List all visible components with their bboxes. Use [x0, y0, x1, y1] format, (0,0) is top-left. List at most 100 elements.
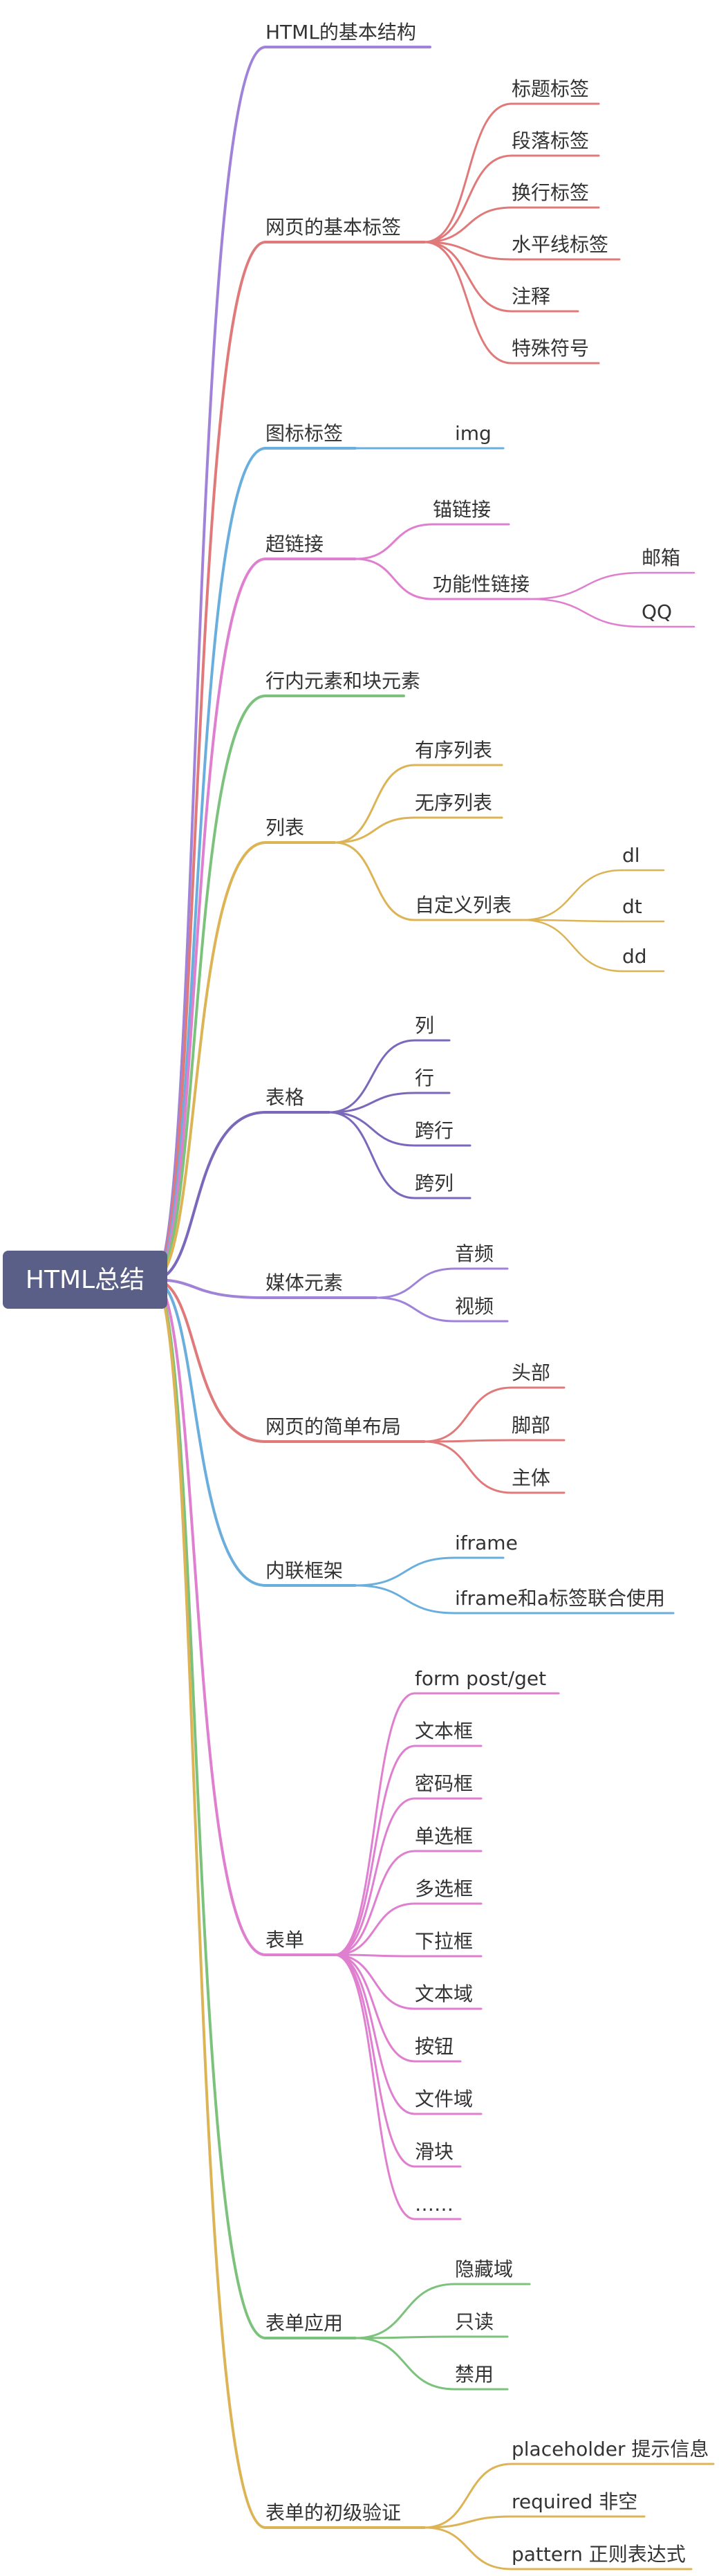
grandchild-link [521, 869, 624, 921]
branch-link [152, 1278, 377, 1299]
child-label[interactable]: 列 [415, 1014, 434, 1037]
child-link [423, 1386, 513, 1443]
child-label[interactable]: 特殊符号 [512, 337, 589, 360]
child-link [354, 558, 434, 600]
child-label[interactable]: 文本框 [415, 1720, 473, 1742]
branch-link [152, 46, 431, 1281]
child-link [333, 1902, 416, 1956]
child-link [333, 1953, 416, 2115]
child-label[interactable]: 单选框 [415, 1825, 473, 1848]
grandchild-label[interactable]: dt [622, 895, 642, 918]
child-label[interactable]: 段落标签 [512, 129, 589, 152]
child-link [328, 1111, 416, 1199]
child-label[interactable]: 文本域 [415, 1982, 473, 2005]
grandchild-label[interactable]: dd [622, 945, 647, 968]
branch-link [152, 694, 405, 1281]
child-label[interactable]: pattern 正则表达式 [512, 2543, 686, 2566]
child-link [423, 2526, 513, 2570]
child-link [354, 1584, 456, 1614]
child-label[interactable]: 隐藏域 [455, 2258, 513, 2281]
branch-label[interactable]: 表单的初级验证 [265, 2501, 401, 2524]
child-label[interactable]: iframe和a标签联合使用 [455, 1587, 665, 1610]
branch-link [152, 558, 357, 1281]
child-link [354, 2337, 456, 2391]
root-node[interactable]: HTML总结 [3, 1251, 167, 1309]
grandchild-link [528, 598, 643, 628]
child-link [423, 154, 513, 243]
child-label[interactable]: 视频 [455, 1295, 494, 1318]
grandchild-link [521, 919, 624, 973]
child-label[interactable]: 多选框 [415, 1877, 473, 1900]
child-label[interactable]: 音频 [455, 1242, 494, 1265]
child-link [333, 1953, 416, 2063]
child-label[interactable]: 禁用 [455, 2363, 494, 2386]
root-node-label: HTML总结 [26, 1266, 144, 1294]
branch-label[interactable]: 表格 [265, 1086, 304, 1109]
child-label[interactable]: placeholder 提示信息 [512, 2438, 709, 2460]
child-link [423, 241, 513, 313]
child-label[interactable]: 水平线标签 [512, 233, 608, 256]
grandchild-label[interactable]: 邮箱 [642, 546, 680, 569]
branch-label[interactable]: 列表 [265, 816, 304, 839]
child-label[interactable]: 只读 [455, 2310, 494, 2333]
child-label[interactable]: 下拉框 [415, 1930, 473, 1953]
child-link [333, 841, 416, 921]
child-label[interactable]: 脚部 [512, 1414, 550, 1437]
child-link [333, 1953, 416, 1958]
grandchild-link [528, 571, 643, 600]
child-label[interactable]: 锚链接 [433, 498, 491, 521]
child-link [423, 1440, 513, 1494]
root-node-box [3, 1251, 167, 1309]
branch-label[interactable]: 媒体元素 [265, 1271, 343, 1294]
child-label[interactable]: 滑块 [415, 2140, 454, 2163]
branch-label[interactable]: 行内元素和块元素 [265, 670, 420, 692]
child-label[interactable]: 跨列 [415, 1172, 454, 1195]
child-label[interactable]: 注释 [512, 285, 550, 308]
branch-link [152, 1278, 336, 1956]
child-label[interactable]: 主体 [512, 1466, 550, 1489]
child-label[interactable]: 自定义列表 [415, 894, 512, 917]
child-label[interactable]: required 非空 [512, 2490, 637, 2513]
child-link [354, 523, 434, 560]
branch-label[interactable]: 图标标签 [265, 422, 343, 445]
branch-label[interactable]: 超链接 [265, 533, 324, 555]
child-label[interactable]: 文件域 [415, 2088, 473, 2110]
child-link [354, 2283, 456, 2339]
branch-label[interactable]: HTML的基本结构 [265, 21, 416, 44]
branch-label[interactable]: 网页的简单布局 [265, 1415, 401, 1438]
child-link [328, 1111, 416, 1147]
grandchild-label[interactable]: QQ [642, 600, 672, 623]
child-label[interactable]: 跨行 [415, 1119, 454, 1142]
grandchild-label[interactable]: dl [622, 844, 640, 867]
child-label[interactable]: 按钮 [415, 2035, 454, 2058]
grandchild-link [521, 919, 624, 923]
child-link [333, 1797, 416, 1956]
child-link [375, 1296, 456, 1323]
child-label[interactable]: iframe [455, 1531, 518, 1554]
child-link [333, 1850, 416, 1956]
child-label[interactable]: 有序列表 [415, 739, 492, 762]
child-label[interactable]: 行 [415, 1067, 434, 1089]
branch-label[interactable]: 内联框架 [265, 1559, 343, 1582]
child-label[interactable]: 换行标签 [512, 181, 589, 204]
branch-link [152, 1111, 330, 1281]
child-link [328, 1039, 416, 1114]
branch-link [152, 1278, 357, 1587]
child-label[interactable]: 标题标签 [512, 77, 589, 100]
child-label[interactable]: 功能性链接 [433, 573, 530, 596]
child-label[interactable]: img [455, 422, 492, 445]
child-label[interactable]: 头部 [512, 1361, 550, 1384]
child-link [375, 1267, 456, 1299]
child-label[interactable]: 密码框 [415, 1772, 473, 1795]
child-label[interactable]: form post/get [415, 1667, 546, 1690]
child-link [423, 102, 513, 243]
child-label[interactable]: 无序列表 [415, 791, 492, 814]
child-link [333, 1953, 416, 2010]
child-label[interactable]: …… [415, 2193, 454, 2216]
branch-link [152, 1278, 426, 1443]
branch-label[interactable]: 网页的基本标签 [265, 216, 401, 239]
branch-label[interactable]: 表单应用 [265, 2312, 343, 2335]
branch-label[interactable]: 表单 [265, 1929, 304, 1951]
